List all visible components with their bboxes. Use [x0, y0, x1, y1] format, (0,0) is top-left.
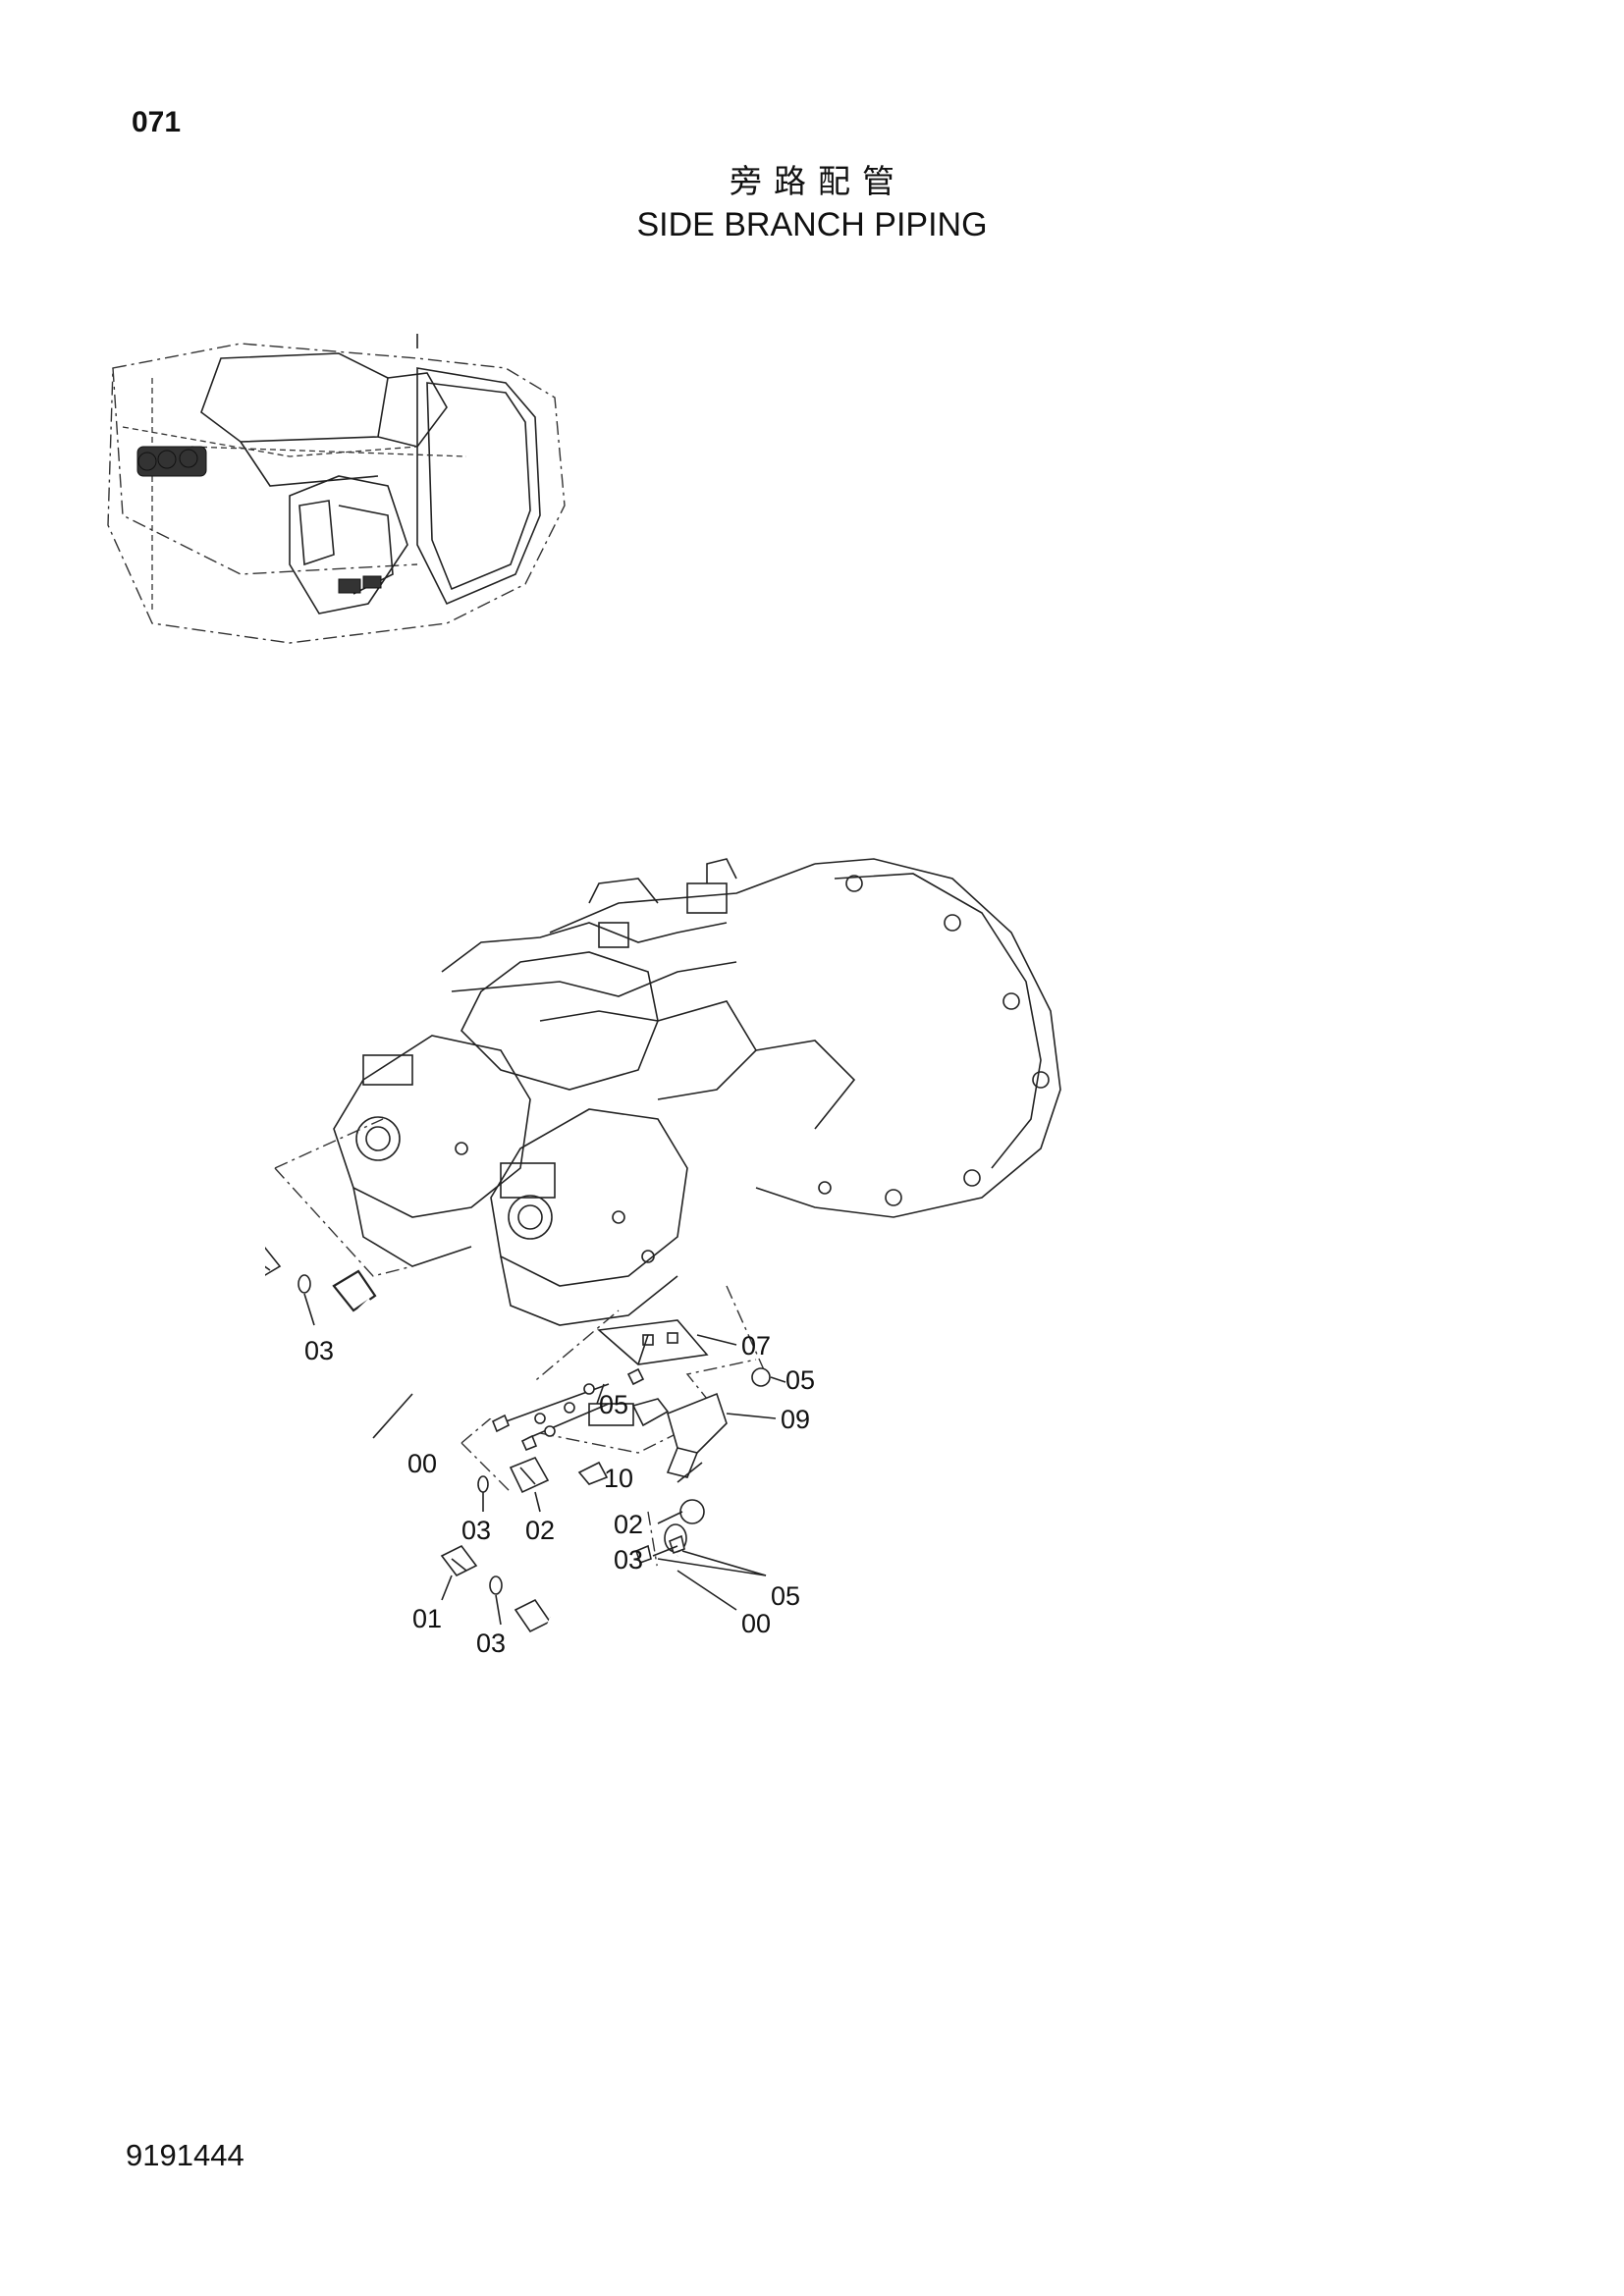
- overview-highlighted-valve: [136, 446, 382, 594]
- callout-03-lower: 03: [476, 1629, 506, 1658]
- page-title: SIDE BRANCH PIPING: [636, 206, 988, 243]
- callout-01-lower: 01: [412, 1604, 442, 1633]
- lower-hose-assembly: [440, 1499, 705, 1635]
- callout-00-lower: 00: [741, 1609, 771, 1638]
- side-branch-piping-diagram: 01 03 00 07 05 05 09 10 03 02 02 03 05 0…: [265, 858, 1061, 1658]
- callout-03-upper: 03: [304, 1336, 334, 1365]
- callout-07: 07: [741, 1331, 771, 1361]
- callout-05-top: 05: [599, 1390, 628, 1419]
- title-chinese: 旁路配管: [730, 162, 906, 200]
- page-number: 071: [132, 106, 182, 138]
- overview-body: [107, 334, 566, 644]
- document-number: 9191444: [126, 2138, 244, 2172]
- hydraulic-pump-assembly: [333, 858, 1061, 1326]
- middle-fittings: [477, 1456, 550, 1494]
- callout-05-bottom: 05: [771, 1581, 800, 1611]
- callout-00-upper: 00: [407, 1449, 437, 1478]
- bracket-and-bolts: [491, 1319, 771, 1565]
- callout-03-middle: 03: [461, 1516, 491, 1545]
- callout-03-lower-right: 03: [614, 1545, 643, 1575]
- machine-overview-illustration: [107, 334, 566, 644]
- callout-leaders: [303, 1293, 786, 1626]
- upper-hose-assembly: [265, 1246, 670, 1427]
- callout-02-middle: 02: [525, 1516, 555, 1545]
- callout-02-lower: 02: [614, 1510, 643, 1539]
- callout-05-right: 05: [785, 1365, 815, 1395]
- callout-10: 10: [604, 1464, 633, 1493]
- callout-09: 09: [781, 1405, 810, 1434]
